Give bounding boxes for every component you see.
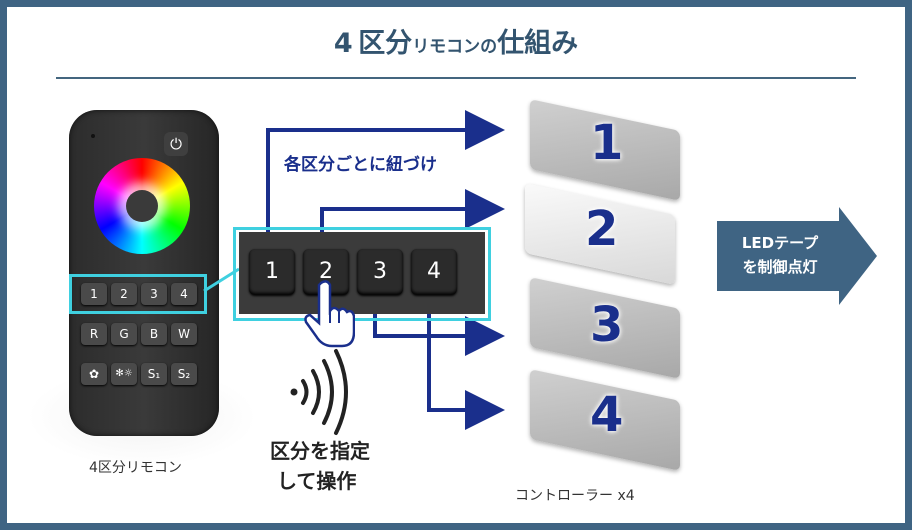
title-part-b: 仕組み <box>497 28 579 59</box>
remote-speed-button[interactable]: ✻☼ <box>111 363 137 385</box>
output-arrow-icon <box>717 207 877 305</box>
controller-1-number: 1 <box>590 115 624 171</box>
zone-button-4[interactable]: 4 <box>411 249 457 295</box>
zone-button-1[interactable]: 1 <box>249 249 295 295</box>
remote-zone-button-2[interactable]: 2 <box>111 283 137 305</box>
controller-4-number: 4 <box>590 387 624 443</box>
remote-zone-button-1[interactable]: 1 <box>81 283 107 305</box>
signal-wave-1 <box>301 379 309 405</box>
panel-highlight <box>233 227 491 321</box>
output-text: LEDテープ を制御点灯 <box>721 231 839 279</box>
signal-dot <box>290 388 298 396</box>
connector-lines <box>203 110 505 435</box>
controllers-label: コントローラー x4 <box>515 488 635 504</box>
remote-s2-button[interactable]: S₂ <box>171 363 197 385</box>
controller-2-number: 2 <box>585 201 619 257</box>
operate-annotation-line2: して操作 <box>277 469 357 493</box>
remote-zone-button-4[interactable]: 4 <box>171 283 197 305</box>
zone-button-3[interactable]: 3 <box>357 249 403 295</box>
output-line2: を制御点灯 <box>742 258 818 276</box>
signal-wave-2 <box>311 369 321 415</box>
pointing-hand-icon <box>304 280 355 348</box>
remote-control: ⏻ 1 2 3 4 R G B W ✿ ✻☼ S₁ S₂ <box>69 110 219 436</box>
output-line1: LEDテープ <box>741 234 819 252</box>
remote-g-button[interactable]: G <box>111 323 137 345</box>
page-title: 4 区分リモコンの仕組み <box>7 21 905 60</box>
remote-zone-button-3[interactable]: 3 <box>141 283 167 305</box>
remote-b-button[interactable]: B <box>141 323 167 345</box>
remote-label: 4区分リモコン <box>89 460 182 476</box>
remote-mode-button[interactable]: ✿ <box>81 363 107 385</box>
remote-s1-button[interactable]: S₁ <box>141 363 167 385</box>
arrow-zone-1 <box>266 110 505 249</box>
controller-3-number: 3 <box>590 297 624 353</box>
title-part-a: 区分 <box>358 28 413 59</box>
arrow-zone-4 <box>427 295 505 430</box>
title-number: 4 <box>333 28 353 59</box>
remote-w-button[interactable]: W <box>171 323 197 345</box>
ir-dot <box>91 134 95 138</box>
link-annotation: 各区分ごとに紐づけ <box>284 155 437 175</box>
operate-annotation-line1: 区分を指定 <box>270 439 370 463</box>
signal-wave-4 <box>334 349 348 435</box>
title-divider <box>56 77 856 79</box>
color-wheel[interactable] <box>94 158 190 254</box>
signal-wave-3 <box>322 359 334 425</box>
title-sub: リモコンの <box>412 37 498 57</box>
zoomed-button-panel: 1 2 3 4 <box>239 232 485 314</box>
remote-r-button[interactable]: R <box>81 323 107 345</box>
content-panel: 4 区分リモコンの仕組み ⏻ 1 2 3 4 R G B W ✿ ✻☼ S₁ S… <box>7 7 905 523</box>
power-button[interactable]: ⏻ <box>164 132 188 156</box>
remote-zone-highlight <box>69 274 207 314</box>
